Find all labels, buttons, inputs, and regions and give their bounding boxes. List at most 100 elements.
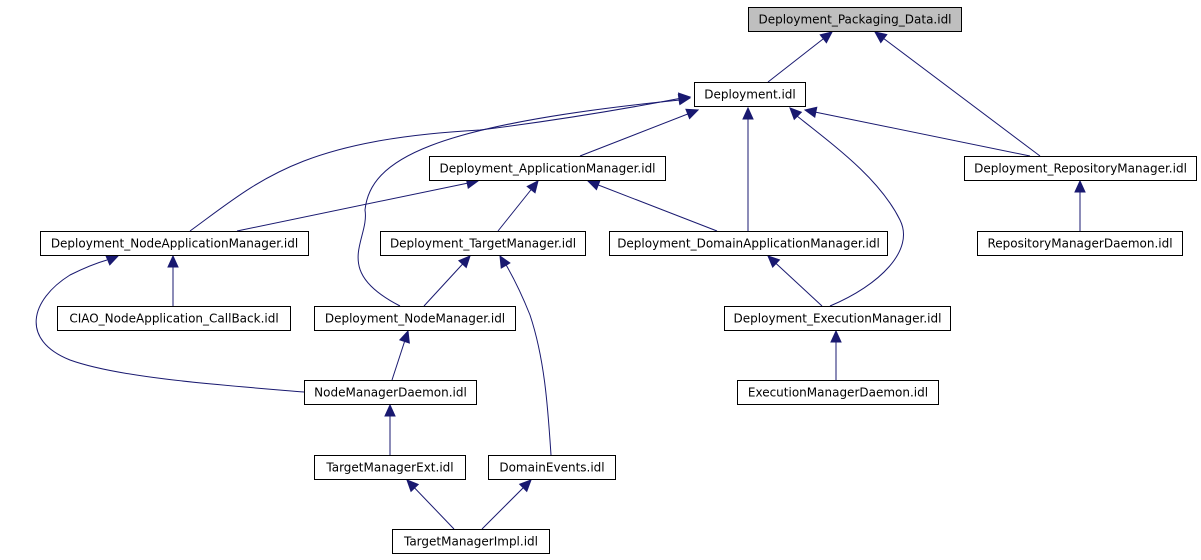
edge-targetmanagerimpl-to-targetmanagerext [406, 479, 455, 530]
node-box [429, 156, 666, 181]
node-box [488, 455, 616, 480]
edges-layer [35, 31, 1086, 530]
arrowhead-icon [526, 180, 539, 194]
edge-deployment_domainapplicationmanager-to-deployment [742, 106, 754, 231]
arrowhead-icon [406, 479, 420, 493]
node-deployment_nodemanager[interactable]: Deployment_NodeManager.idl [314, 306, 516, 331]
node-label: Deployment_ApplicationManager.idl [439, 162, 655, 176]
node-label: Deployment_ExecutionManager.idl [734, 312, 942, 326]
edge-domainevents-to-deployment_targetmanager [499, 254, 552, 456]
nodes-layer: Deployment_Packaging_Data.idlDeployment.… [40, 7, 1197, 554]
node-label: Deployment_NodeManager.idl [325, 312, 505, 326]
node-label: Deployment_NodeApplicationManager.idl [51, 237, 298, 251]
arrowhead-icon [767, 255, 781, 269]
node-label: Deployment_Packaging_Data.idl [758, 13, 951, 27]
node-box [964, 156, 1197, 181]
arrowhead-icon [1074, 179, 1086, 193]
edge-line [357, 99, 681, 307]
edge-targetmanagerext-to-nodemanagerdaemon [384, 403, 396, 455]
arrowhead-icon [586, 179, 601, 191]
node-box [737, 380, 939, 405]
edge-line [796, 115, 904, 307]
node-label: CIAO_NodeApplication_CallBack.idl [69, 312, 278, 326]
node-deployment_domainapplicationmanager[interactable]: Deployment_DomainApplicationManager.idl [609, 231, 888, 256]
arrowhead-icon [457, 255, 471, 269]
node-executionmanagerdaemon[interactable]: ExecutionManagerDaemon.idl [737, 380, 939, 405]
edge-ciao_nodeapplication_callback-to-deployment_nodeapplicationmanager [167, 254, 179, 306]
node-label: Deployment_RepositoryManager.idl [974, 162, 1187, 176]
edge-deployment_nodeapplicationmanager-to-deployment_applicationmanager [236, 177, 480, 232]
edge-nodemanagerdaemon-to-deployment_nodemanager [391, 329, 410, 381]
edge-deployment_repositorymanager-to-deployment [803, 106, 1031, 157]
edge-line [579, 109, 699, 157]
edge-executionmanagerdaemon-to-deployment_executionmanager [830, 329, 842, 380]
edge-deployment_domainapplicationmanager-to-deployment_applicationmanager [586, 179, 718, 232]
node-box [392, 529, 550, 554]
edge-deployment_targetmanager-to-deployment_applicationmanager [497, 180, 539, 232]
arrowhead-icon [384, 403, 396, 417]
node-ciao_nodeapplication_callback[interactable]: CIAO_NodeApplication_CallBack.idl [57, 306, 291, 331]
arrowhead-icon [742, 106, 754, 120]
node-targetmanagerimpl[interactable]: TargetManagerImpl.idl [392, 529, 550, 554]
node-box [748, 7, 962, 32]
edge-deployment_nodemanager-to-deployment [357, 93, 692, 307]
arrowhead-icon [518, 479, 532, 493]
node-box [314, 306, 516, 331]
edge-line [767, 31, 833, 83]
arrowhead-icon [830, 329, 842, 343]
edge-line [874, 31, 1041, 157]
node-domainevents[interactable]: DomainEvents.idl [488, 455, 616, 480]
node-label: ExecutionManagerDaemon.idl [748, 386, 928, 400]
node-box [40, 231, 309, 256]
edge-deployment_executionmanager-to-deployment_domainapplicationmanager [767, 255, 823, 307]
arrowhead-icon [685, 108, 700, 120]
arrowhead-icon [105, 255, 120, 266]
node-box [380, 231, 586, 256]
arrowhead-icon [499, 254, 511, 269]
node-deployment_executionmanager[interactable]: Deployment_ExecutionManager.idl [724, 306, 951, 331]
node-deployment_packaging_data[interactable]: Deployment_Packaging_Data.idl [748, 7, 962, 32]
edge-deployment-to-deployment_packaging_data [767, 31, 833, 83]
edge-line [35, 259, 305, 393]
arrowhead-icon [874, 31, 888, 44]
node-label: NodeManagerDaemon.idl [314, 386, 467, 400]
arrowhead-icon [167, 254, 179, 268]
node-label: Deployment.idl [704, 88, 796, 102]
node-deployment_applicationmanager[interactable]: Deployment_ApplicationManager.idl [429, 156, 666, 181]
arrowhead-icon [789, 107, 803, 121]
node-box [694, 82, 806, 107]
edge-nodemanagerdaemon-to-deployment_nodeapplicationmanager [35, 255, 305, 393]
edge-targetmanagerimpl-to-domainevents [481, 479, 532, 530]
node-deployment_nodeapplicationmanager[interactable]: Deployment_NodeApplicationManager.idl [40, 231, 309, 256]
edge-deployment_repositorymanager-to-deployment_packaging_data [874, 31, 1041, 157]
node-box [314, 455, 466, 480]
node-label: TargetManagerExt.idl [325, 461, 453, 475]
node-box [977, 231, 1183, 256]
node-label: Deployment_TargetManager.idl [390, 237, 576, 251]
node-label: RepositoryManagerDaemon.idl [987, 237, 1172, 251]
node-box [724, 306, 951, 331]
node-nodemanagerdaemon[interactable]: NodeManagerDaemon.idl [304, 380, 477, 405]
node-label: Deployment_DomainApplicationManager.idl [617, 237, 880, 251]
node-box [609, 231, 888, 256]
arrowhead-icon [398, 329, 410, 344]
node-label: TargetManagerImpl.idl [403, 535, 538, 549]
edge-line [504, 262, 552, 456]
node-box [304, 380, 477, 405]
node-deployment[interactable]: Deployment.idl [694, 82, 806, 107]
edge-line [481, 479, 532, 530]
arrowhead-icon [819, 31, 833, 44]
node-label: DomainEvents.idl [499, 461, 604, 475]
node-repositorymanagerdaemon[interactable]: RepositoryManagerDaemon.idl [977, 231, 1183, 256]
node-deployment_targetmanager[interactable]: Deployment_TargetManager.idl [380, 231, 586, 256]
edge-line [767, 255, 823, 307]
edge-line [189, 97, 683, 232]
node-deployment_repositorymanager[interactable]: Deployment_RepositoryManager.idl [964, 156, 1197, 181]
arrowhead-icon [803, 106, 818, 118]
edge-repositorymanagerdaemon-to-deployment_repositorymanager [1074, 179, 1086, 231]
edge-line [804, 109, 1031, 157]
arrowhead-icon [677, 93, 692, 106]
edge-line [236, 180, 479, 232]
node-targetmanagerext[interactable]: TargetManagerExt.idl [314, 455, 466, 480]
